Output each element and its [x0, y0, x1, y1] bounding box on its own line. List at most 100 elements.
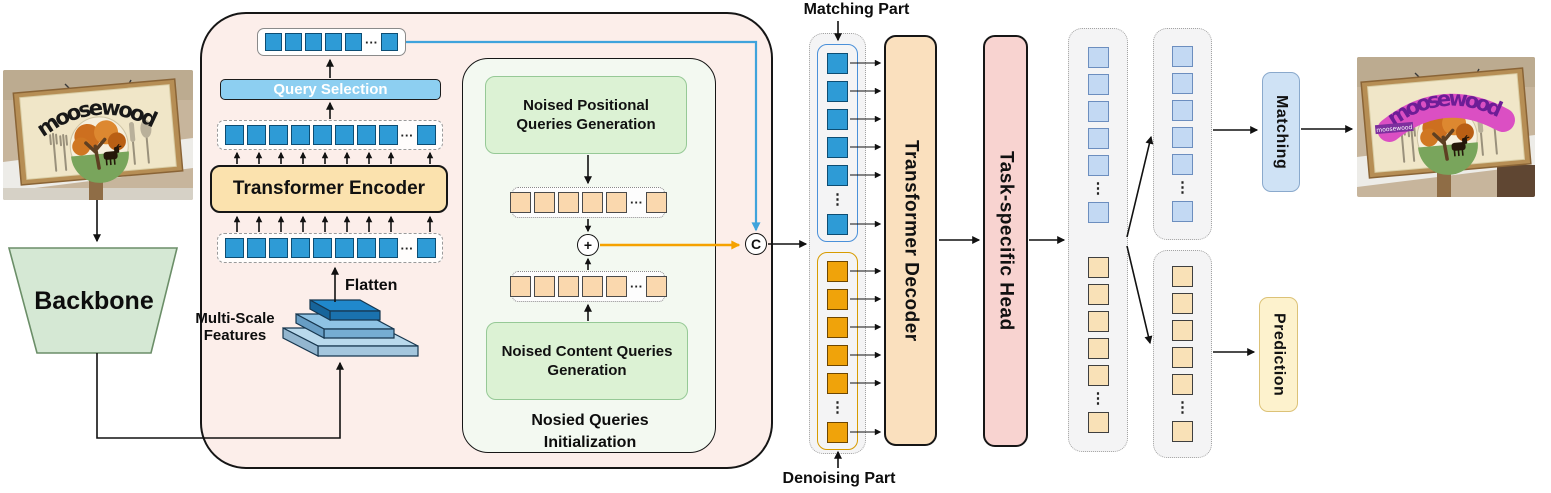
query-token	[1087, 101, 1109, 122]
query-token	[1087, 128, 1109, 149]
arrow-split-down	[1126, 245, 1153, 345]
query-token	[1172, 100, 1193, 121]
query-token	[1172, 127, 1193, 148]
add-operator: +	[577, 234, 599, 256]
query-token	[827, 81, 848, 102]
query-token	[1172, 46, 1193, 67]
selected-queries-row: ···	[257, 28, 406, 56]
query-token	[646, 192, 667, 213]
query-token	[325, 33, 342, 51]
query-token	[646, 276, 667, 297]
query-token	[1087, 311, 1109, 332]
query-token	[285, 33, 302, 51]
query-token	[416, 125, 436, 145]
ellipsis: ···	[630, 195, 643, 210]
task-specific-head-block: Task-specific Head	[983, 35, 1028, 447]
query-token	[827, 137, 848, 158]
query-token	[356, 125, 376, 145]
query-token	[510, 192, 531, 213]
query-token	[305, 33, 322, 51]
query-token	[416, 238, 436, 258]
query-token	[378, 125, 398, 145]
query-token	[1172, 201, 1193, 222]
ellipsis: ···	[400, 240, 414, 256]
query-token	[1172, 73, 1193, 94]
transformer-encoder-block: Transformer Encoder	[210, 165, 448, 213]
query-token	[827, 373, 848, 394]
query-token	[1087, 338, 1109, 359]
query-token	[827, 53, 848, 74]
positional-queries-row: ···	[510, 187, 667, 218]
query-token	[1087, 155, 1109, 176]
backbone-label: Backbone	[34, 287, 154, 315]
denoising-part-label: Denoising Part	[782, 470, 896, 487]
encoder-input-row: ···	[217, 233, 443, 263]
ellipsis: ···	[400, 127, 414, 143]
matching-part-label: Matching Part	[803, 1, 910, 18]
head-output-denoising-column: ⋮	[1153, 250, 1212, 458]
query-selection-bar: Query Selection	[220, 79, 441, 100]
query-token	[582, 276, 603, 297]
query-token	[246, 125, 266, 145]
query-token	[381, 33, 398, 51]
task-specific-head-label: Task-specific Head	[995, 151, 1017, 331]
query-token	[345, 33, 362, 51]
input-image: moosewood	[3, 70, 193, 200]
query-token	[1172, 421, 1193, 442]
query-token	[268, 238, 288, 258]
moosewood-sign-photo: moosewood	[3, 70, 193, 200]
ellipsis: ⋮	[1175, 399, 1190, 416]
backbone-block: Backbone	[7, 247, 179, 354]
query-token	[290, 238, 310, 258]
query-token	[1172, 266, 1193, 287]
query-token	[1087, 284, 1109, 305]
decoder-queries-column	[809, 33, 866, 454]
query-token	[356, 238, 376, 258]
recognition-label-box	[1374, 121, 1414, 135]
query-token	[606, 192, 627, 213]
query-token	[1087, 74, 1109, 95]
transformer-decoder-label: Transformer Decoder	[900, 139, 922, 342]
matching-block: Matching	[1262, 72, 1300, 192]
ellipsis: ⋮	[830, 399, 845, 416]
query-token	[534, 276, 555, 297]
concat-operator: C	[745, 233, 767, 255]
multi-scale-features-label: Multi-Scale Features	[195, 310, 275, 345]
query-token	[510, 276, 531, 297]
ellipsis: ⋮	[1090, 180, 1106, 197]
query-token	[827, 261, 848, 282]
query-token	[224, 238, 244, 258]
encoder-output-row: ···	[217, 120, 443, 150]
arrow-split-up	[1126, 135, 1154, 238]
query-token	[246, 238, 266, 258]
head-output-denoising-group: ⋮	[1172, 266, 1193, 442]
query-token	[606, 276, 627, 297]
text-highlight-band	[1377, 93, 1515, 142]
query-token	[312, 238, 332, 258]
matching-label: Matching	[1273, 94, 1290, 170]
query-token	[1087, 202, 1109, 223]
query-token	[582, 192, 603, 213]
head-output-matching-group: ⋮	[1172, 46, 1193, 222]
transformer-decoder-block: Transformer Decoder	[884, 35, 937, 446]
query-token	[827, 109, 848, 130]
content-queries-row: ···	[510, 271, 667, 302]
query-token	[1172, 293, 1193, 314]
matching-queries-group: ⋮	[817, 44, 858, 242]
query-token	[558, 276, 579, 297]
recognition-label-text: moosewood	[1376, 124, 1413, 134]
query-token	[312, 125, 332, 145]
ellipsis: ⋮	[830, 191, 845, 208]
decoder-output-column: ⋮ ⋮	[1068, 28, 1128, 452]
query-token	[334, 238, 354, 258]
query-token	[827, 422, 848, 443]
query-token	[827, 165, 848, 186]
query-token	[827, 214, 848, 235]
flatten-label: Flatten	[345, 277, 398, 294]
moosewood-sign-result-photo: moosewood moosewood	[1357, 57, 1535, 197]
multi-scale-features-stack	[282, 298, 419, 357]
query-token	[1172, 347, 1193, 368]
query-token	[224, 125, 244, 145]
query-token	[290, 125, 310, 145]
